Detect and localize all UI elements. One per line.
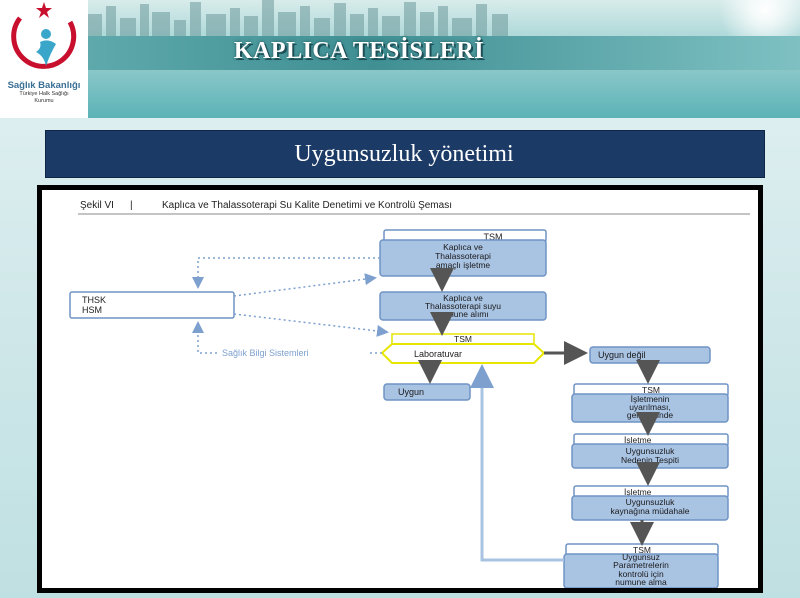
- figure-caption-label: Şekil VI: [80, 200, 114, 211]
- logo-name: Sağlık Bakanlığı: [7, 80, 81, 91]
- thsk-hsm-box: THSK HSM: [69, 291, 235, 319]
- thsk-label: THSK: [82, 295, 106, 305]
- laboratory-node: TSM Laboratuvar: [380, 333, 546, 364]
- tsm1-line1: Kaplıca ve: [443, 242, 483, 252]
- step4-line1: Uygunsuz: [622, 552, 660, 562]
- sbs-label-bg: [218, 347, 370, 359]
- tsm-tag: TSM: [484, 232, 503, 242]
- sbs-label: Sağlık Bilgi Sistemleri: [222, 348, 309, 358]
- step4-line3: kontrolü için: [618, 569, 664, 579]
- step2-line2: Nedenin Tespiti: [621, 455, 679, 465]
- page-title: KAPLICA TESİSLERİ: [233, 38, 485, 64]
- step4-tag: TSM: [633, 545, 651, 555]
- step1-line1: İşletmenin: [631, 394, 670, 404]
- subtitle-bar: [45, 130, 765, 178]
- title-bar: [88, 36, 800, 70]
- step-warning-box: TSM İşletmenin uyarılması, gerektiğinde: [571, 383, 729, 423]
- tsm-facility-box: TSM Kaplıca ve Thalassoterapi amaçlı işl…: [379, 229, 547, 277]
- figure-caption-title: Kaplıca ve Thalassoterapi Su Kalite Dene…: [162, 200, 452, 211]
- step4-line4: numune alma: [615, 577, 667, 587]
- tsm1-line2: Thalassoterapi: [435, 251, 491, 261]
- logo-sub-line1: Türkiye Halk Sağlığı: [19, 91, 69, 97]
- logo-sub-line2: Kurumu: [34, 98, 54, 104]
- flowchart-diagram: Şekil VI | Kaplıca ve Thalassoterapi Su …: [69, 200, 750, 589]
- ministry-emblem-icon: [11, 2, 77, 69]
- tsm-sampling-box: Kaplıca ve Thalassoterapi suyu numune al…: [379, 291, 547, 321]
- uygun-box: Uygun: [383, 383, 471, 401]
- section-subtitle: Uygunsuzluk yönetimi: [294, 141, 514, 167]
- tsm1-line3: amaçlı işletme: [436, 260, 491, 270]
- tsm2-line3: numune alımı: [437, 309, 489, 319]
- city-skyline-graphic: [88, 0, 508, 36]
- uygun-degil-label: Uygun değil: [598, 350, 646, 360]
- step2-line1: Uygunsuzluk: [626, 446, 675, 456]
- tsm2-line1: Kaplıca ve: [443, 293, 483, 303]
- resample-return-arrow: [470, 364, 564, 562]
- ministry-logo: Sağlık Bakanlığı Türkiye Halk Sağlığı Ku…: [0, 0, 88, 118]
- lab-label: Laboratuvar: [414, 349, 462, 359]
- lab-tag: TSM: [454, 334, 472, 344]
- uygun-label: Uygun: [398, 387, 424, 397]
- step-intervention-box: İşletme Uygunsuzluk kaynağına müdahale: [571, 485, 729, 521]
- uygun-degil-box: Uygun değil: [589, 346, 711, 364]
- hsm-label: HSM: [82, 305, 102, 315]
- flow-arrows: [418, 268, 660, 546]
- step2-tag: İşletme: [624, 435, 652, 445]
- step1-line2: uyarılması,: [629, 402, 671, 412]
- figure-panel: Şekil VI | Kaplıca ve Thalassoterapi Su …: [42, 190, 758, 589]
- step-cause-box: İşletme Uygunsuzluk Nedenin Tespiti: [571, 433, 729, 469]
- tsm2-line2: Thalassoterapi suyu: [425, 301, 501, 311]
- step-resample-box: TSM Uygunsuz Parametrelerin kontrolü içi…: [563, 543, 719, 589]
- step3-line1: Uygunsuzluk: [626, 497, 675, 507]
- step1-line3: gerektiğinde: [627, 410, 674, 420]
- step3-line2: kaynağına müdahale: [611, 506, 690, 516]
- step4-line2: Parametrelerin: [613, 560, 669, 570]
- step1-tag: TSM: [642, 385, 660, 395]
- caption-separator: |: [130, 200, 133, 211]
- step3-tag: İşletme: [624, 487, 652, 497]
